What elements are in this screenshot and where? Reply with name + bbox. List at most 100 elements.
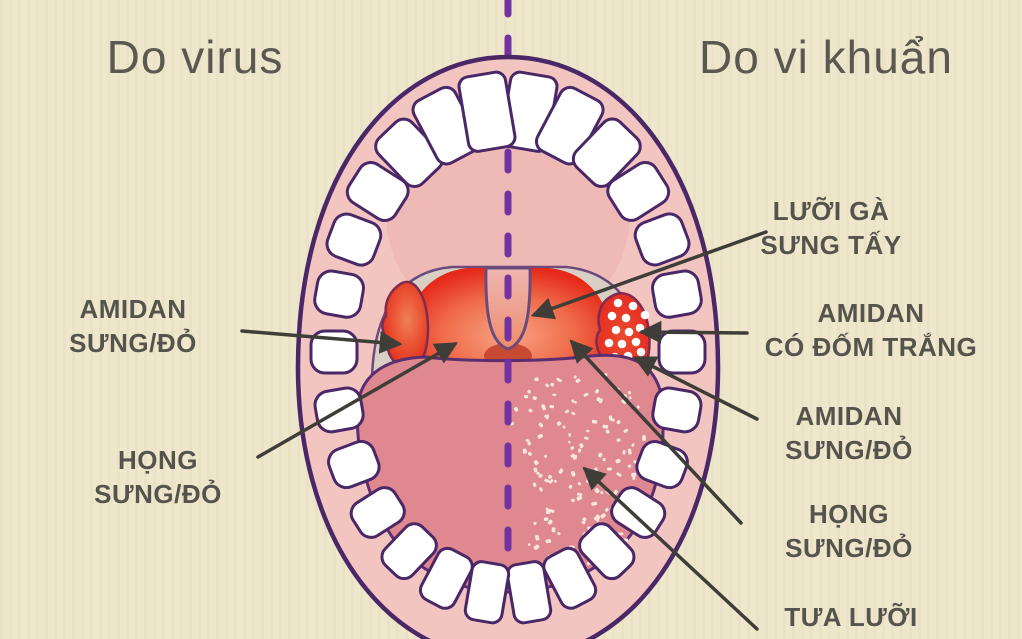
speckle: [527, 451, 533, 456]
speckle: [627, 390, 632, 395]
speckle: [595, 514, 601, 520]
speckle: [557, 532, 561, 536]
speckle: [576, 492, 583, 496]
label-line: SƯNG/ĐỎ: [69, 327, 197, 358]
speckle: [534, 377, 539, 382]
speckle: [627, 448, 632, 455]
speckle: [545, 539, 552, 544]
speckle: [533, 467, 538, 473]
speckle: [533, 544, 540, 550]
label-line: SƯNG TẤY: [760, 229, 902, 260]
speckle: [600, 513, 606, 519]
speckle: [570, 470, 576, 477]
white-spot: [631, 337, 641, 347]
speckle: [527, 389, 532, 394]
tooth: [463, 560, 511, 625]
speckle: [622, 449, 626, 455]
speckle: [513, 406, 519, 412]
title-do-virus: Do virus: [106, 31, 284, 83]
speckle: [578, 448, 582, 453]
speckle: [570, 446, 575, 451]
label-luoi-ga-sung-tay: LƯỠI GÀ SƯNG TẤY: [760, 195, 901, 263]
speckle: [562, 425, 566, 429]
speckle: [544, 478, 550, 483]
speckle: [556, 421, 562, 426]
label-line: TƯA LƯỠI: [784, 602, 918, 632]
tooth: [309, 329, 359, 375]
label-hong-sung-do-left: HỌNG SƯNG/ĐỎ: [94, 444, 222, 512]
label-line: SƯNG/ĐỎ: [785, 532, 913, 563]
speckle: [538, 473, 543, 478]
speckle: [615, 458, 621, 464]
tooth: [651, 386, 703, 434]
tooth: [633, 212, 691, 267]
speckle: [584, 436, 589, 440]
speckle: [605, 508, 609, 512]
speckle: [564, 409, 570, 414]
tooth: [505, 560, 553, 625]
speckle: [547, 519, 553, 525]
speckle: [628, 396, 632, 400]
speckle: [594, 389, 600, 394]
speckle: [533, 521, 537, 525]
speckle: [591, 501, 598, 506]
speckle: [571, 498, 575, 503]
label-line: LƯỠI GÀ: [772, 196, 890, 226]
speckle: [581, 520, 586, 524]
speckle: [571, 399, 575, 403]
speckle: [577, 482, 582, 486]
speckle: [598, 452, 603, 458]
title-do-vi-khuan: Do vi khuẩn: [699, 31, 953, 83]
speckle: [606, 467, 612, 471]
speckle: [600, 491, 604, 495]
speckle: [623, 428, 629, 433]
speckle: [537, 433, 544, 439]
speckle: [613, 489, 618, 495]
white-spot: [628, 301, 638, 311]
tooth: [651, 269, 703, 319]
label-line: HỌNG: [117, 445, 198, 475]
annotation-connectors: [240, 230, 768, 631]
tooth: [606, 160, 671, 222]
left-tonsil: [381, 280, 430, 368]
speckle: [616, 438, 621, 442]
white-spot: [617, 339, 627, 349]
label-hong-sung-do-right: HỌNG SƯNG/ĐỎ: [785, 498, 913, 566]
speckle: [522, 448, 527, 454]
speckle: [553, 479, 557, 483]
tooth: [325, 212, 383, 267]
speckle: [528, 408, 533, 413]
speckle: [544, 414, 550, 418]
white-spot: [640, 310, 650, 320]
speckle: [525, 439, 530, 443]
speckle: [593, 516, 600, 522]
uvula: [484, 266, 532, 351]
label-line: AMIDAN: [795, 401, 903, 431]
tooth: [657, 329, 707, 375]
speckle: [621, 399, 626, 405]
white-spot: [613, 298, 623, 308]
speckle: [548, 479, 554, 484]
speckle: [543, 517, 549, 521]
speckle: [552, 393, 557, 397]
speckle: [631, 472, 637, 477]
tooth: [542, 546, 598, 610]
speckle: [550, 382, 555, 387]
white-spot: [611, 325, 621, 335]
speckle: [538, 422, 544, 428]
speckle: [532, 396, 537, 401]
speckle: [571, 411, 576, 416]
speckle: [616, 419, 621, 425]
tooth: [349, 486, 406, 539]
connector-hong-sung-do-left: [256, 342, 458, 459]
speckle: [539, 487, 543, 492]
speckle: [523, 394, 529, 399]
speckle: [602, 457, 606, 462]
speckle: [591, 419, 598, 424]
tooth: [380, 522, 438, 581]
label-amidan-co-dom-trang: AMIDAN CÓ ĐỐM TRẮNG: [765, 297, 978, 365]
tooth: [457, 70, 517, 153]
speckle: [608, 415, 613, 421]
tooth: [418, 546, 474, 610]
speckle: [556, 377, 562, 383]
